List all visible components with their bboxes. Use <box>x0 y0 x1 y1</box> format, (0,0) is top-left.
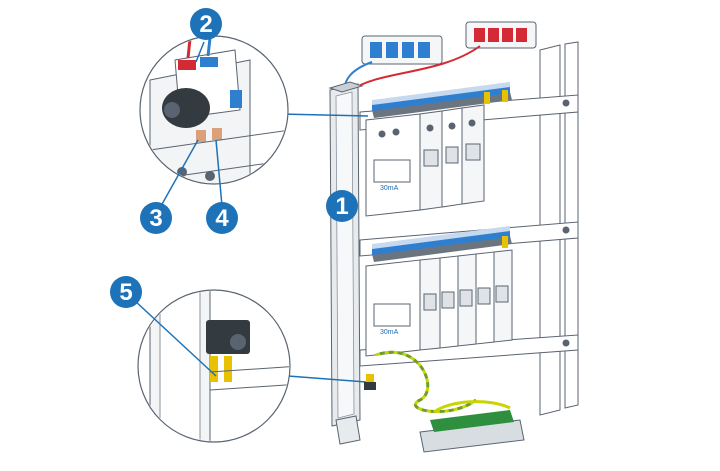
blue-connector-block-icon <box>361 35 443 65</box>
callout-4: 4 <box>206 202 238 234</box>
earth-terminal-bar <box>419 400 525 453</box>
callout-5: 5 <box>110 276 142 308</box>
callout-3-number: 3 <box>149 205 162 232</box>
front-upright <box>328 81 364 445</box>
callout-4-number: 4 <box>215 205 229 232</box>
callout-1: 1 <box>326 190 358 222</box>
bottom-rcd-label: 30mA <box>380 329 399 336</box>
phase-feed-wire <box>351 45 481 91</box>
leader-line-2 <box>195 41 205 63</box>
earth-wire <box>375 350 477 413</box>
leader-line-4 <box>215 139 223 207</box>
earth-wire-stripe <box>375 350 477 413</box>
top-comb-busbar <box>372 82 512 118</box>
callout-2-number: 2 <box>199 11 212 38</box>
top-breaker-row <box>365 104 485 217</box>
bottom-comb-busbar <box>372 226 512 262</box>
callout-5-number: 5 <box>119 279 132 306</box>
magnifier-zoom-icon-bottom <box>137 289 367 443</box>
leader-line-5 <box>133 299 217 377</box>
top-rcd-label: 30mA <box>380 185 399 192</box>
rail-end-stop <box>364 382 376 390</box>
magnifier-zoom-icon <box>139 35 369 185</box>
earth-terminal-marker <box>366 374 374 384</box>
callout-1-number: 1 <box>335 193 348 220</box>
leader-line-3 <box>160 139 199 207</box>
callout-3: 3 <box>140 202 172 234</box>
red-connector-block-icon <box>465 21 537 49</box>
callout-2: 2 <box>190 8 222 40</box>
bottom-breaker-row <box>365 249 513 357</box>
